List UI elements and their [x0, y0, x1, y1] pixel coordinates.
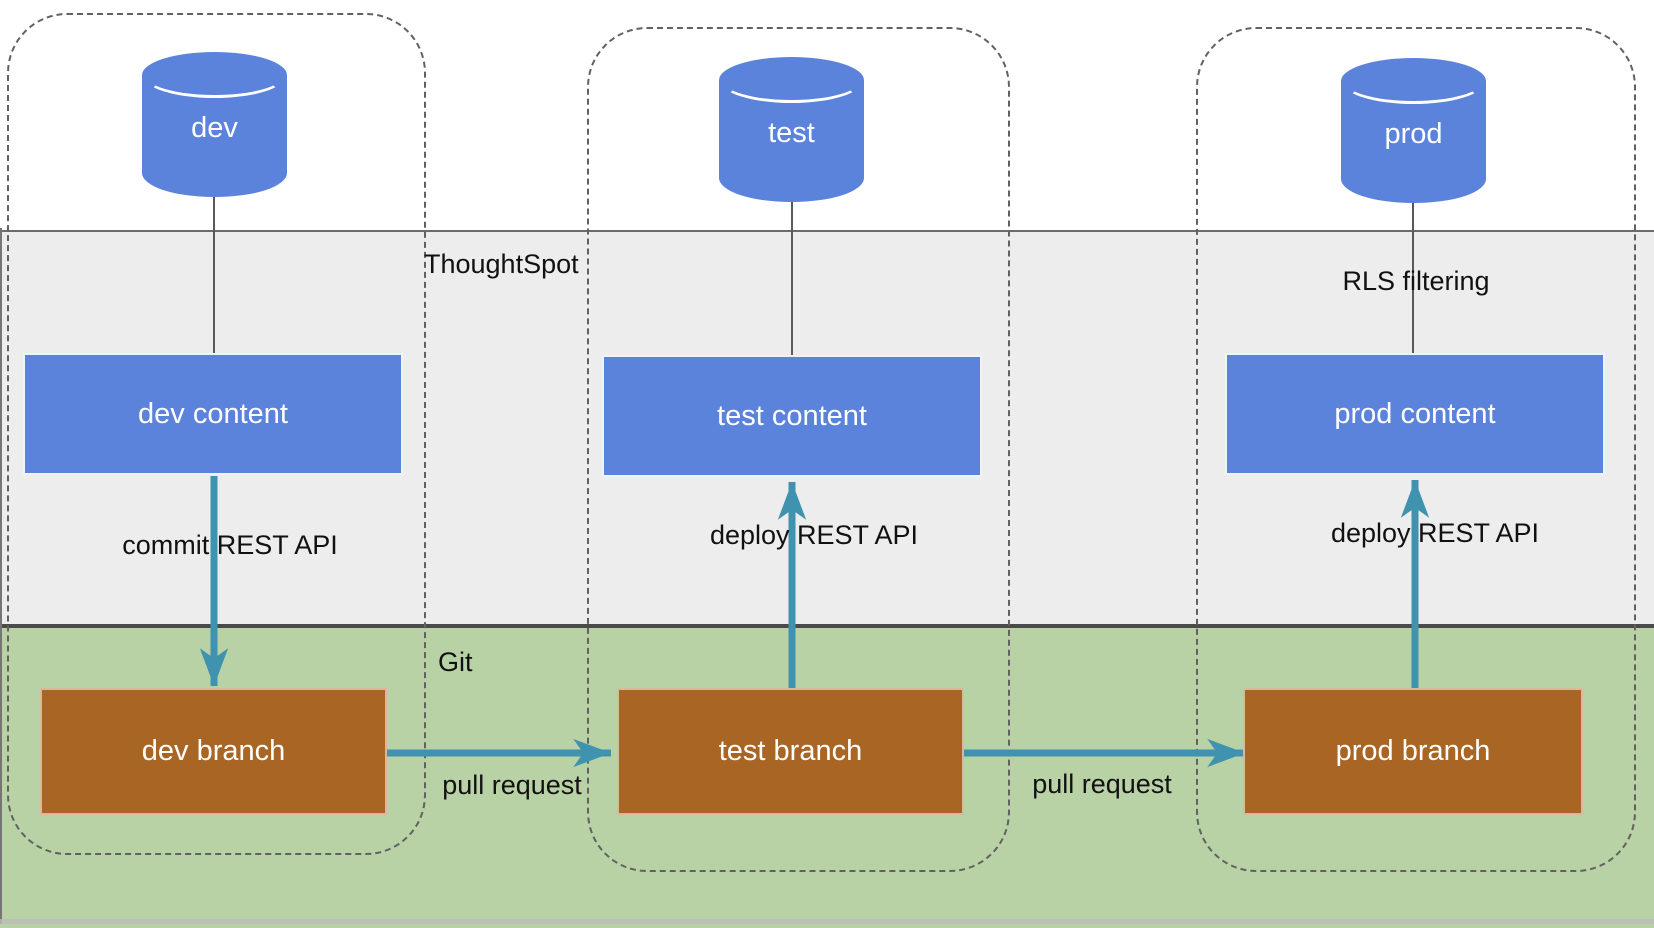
cylinder-top-ellipse [1341, 58, 1486, 104]
test-content-node: test content [602, 355, 982, 477]
canvas-bottom-edge [0, 919, 1654, 924]
prod-database-label: prod [1384, 118, 1443, 150]
prod-database-cylinder: prod [1341, 58, 1486, 203]
dev-branch-node: dev branch [40, 688, 387, 815]
commit-rest-api-label: commit REST API [122, 530, 338, 560]
prod-environment-container [1196, 27, 1636, 872]
pull-request-label-1: pull request [442, 770, 582, 800]
test-environment-container [587, 27, 1010, 872]
deploy-rest-api-label-test: deploy REST API [709, 520, 919, 550]
deploy-rest-api-label-prod: deploy REST API [1330, 518, 1540, 548]
cylinder-top-ellipse [719, 57, 864, 103]
dev-database-label: dev [191, 112, 238, 144]
test-database-cylinder: test [719, 57, 864, 202]
prod-branch-node: prod branch [1243, 688, 1583, 815]
canvas-left-edge [0, 228, 2, 924]
rls-filtering-label: RLS filtering [1342, 266, 1490, 296]
dev-environment-container [7, 13, 426, 855]
thoughtspot-band-label: ThoughtSpot [424, 249, 579, 279]
dev-database-cylinder: dev [142, 52, 287, 197]
cylinder-top-ellipse [142, 52, 287, 98]
test-branch-node: test branch [617, 688, 964, 815]
dev-content-node: dev content [23, 353, 403, 475]
prod-content-node: prod content [1225, 353, 1605, 475]
test-database-label: test [768, 117, 815, 149]
pull-request-label-2: pull request [1032, 769, 1172, 799]
git-band-label: Git [438, 647, 473, 677]
